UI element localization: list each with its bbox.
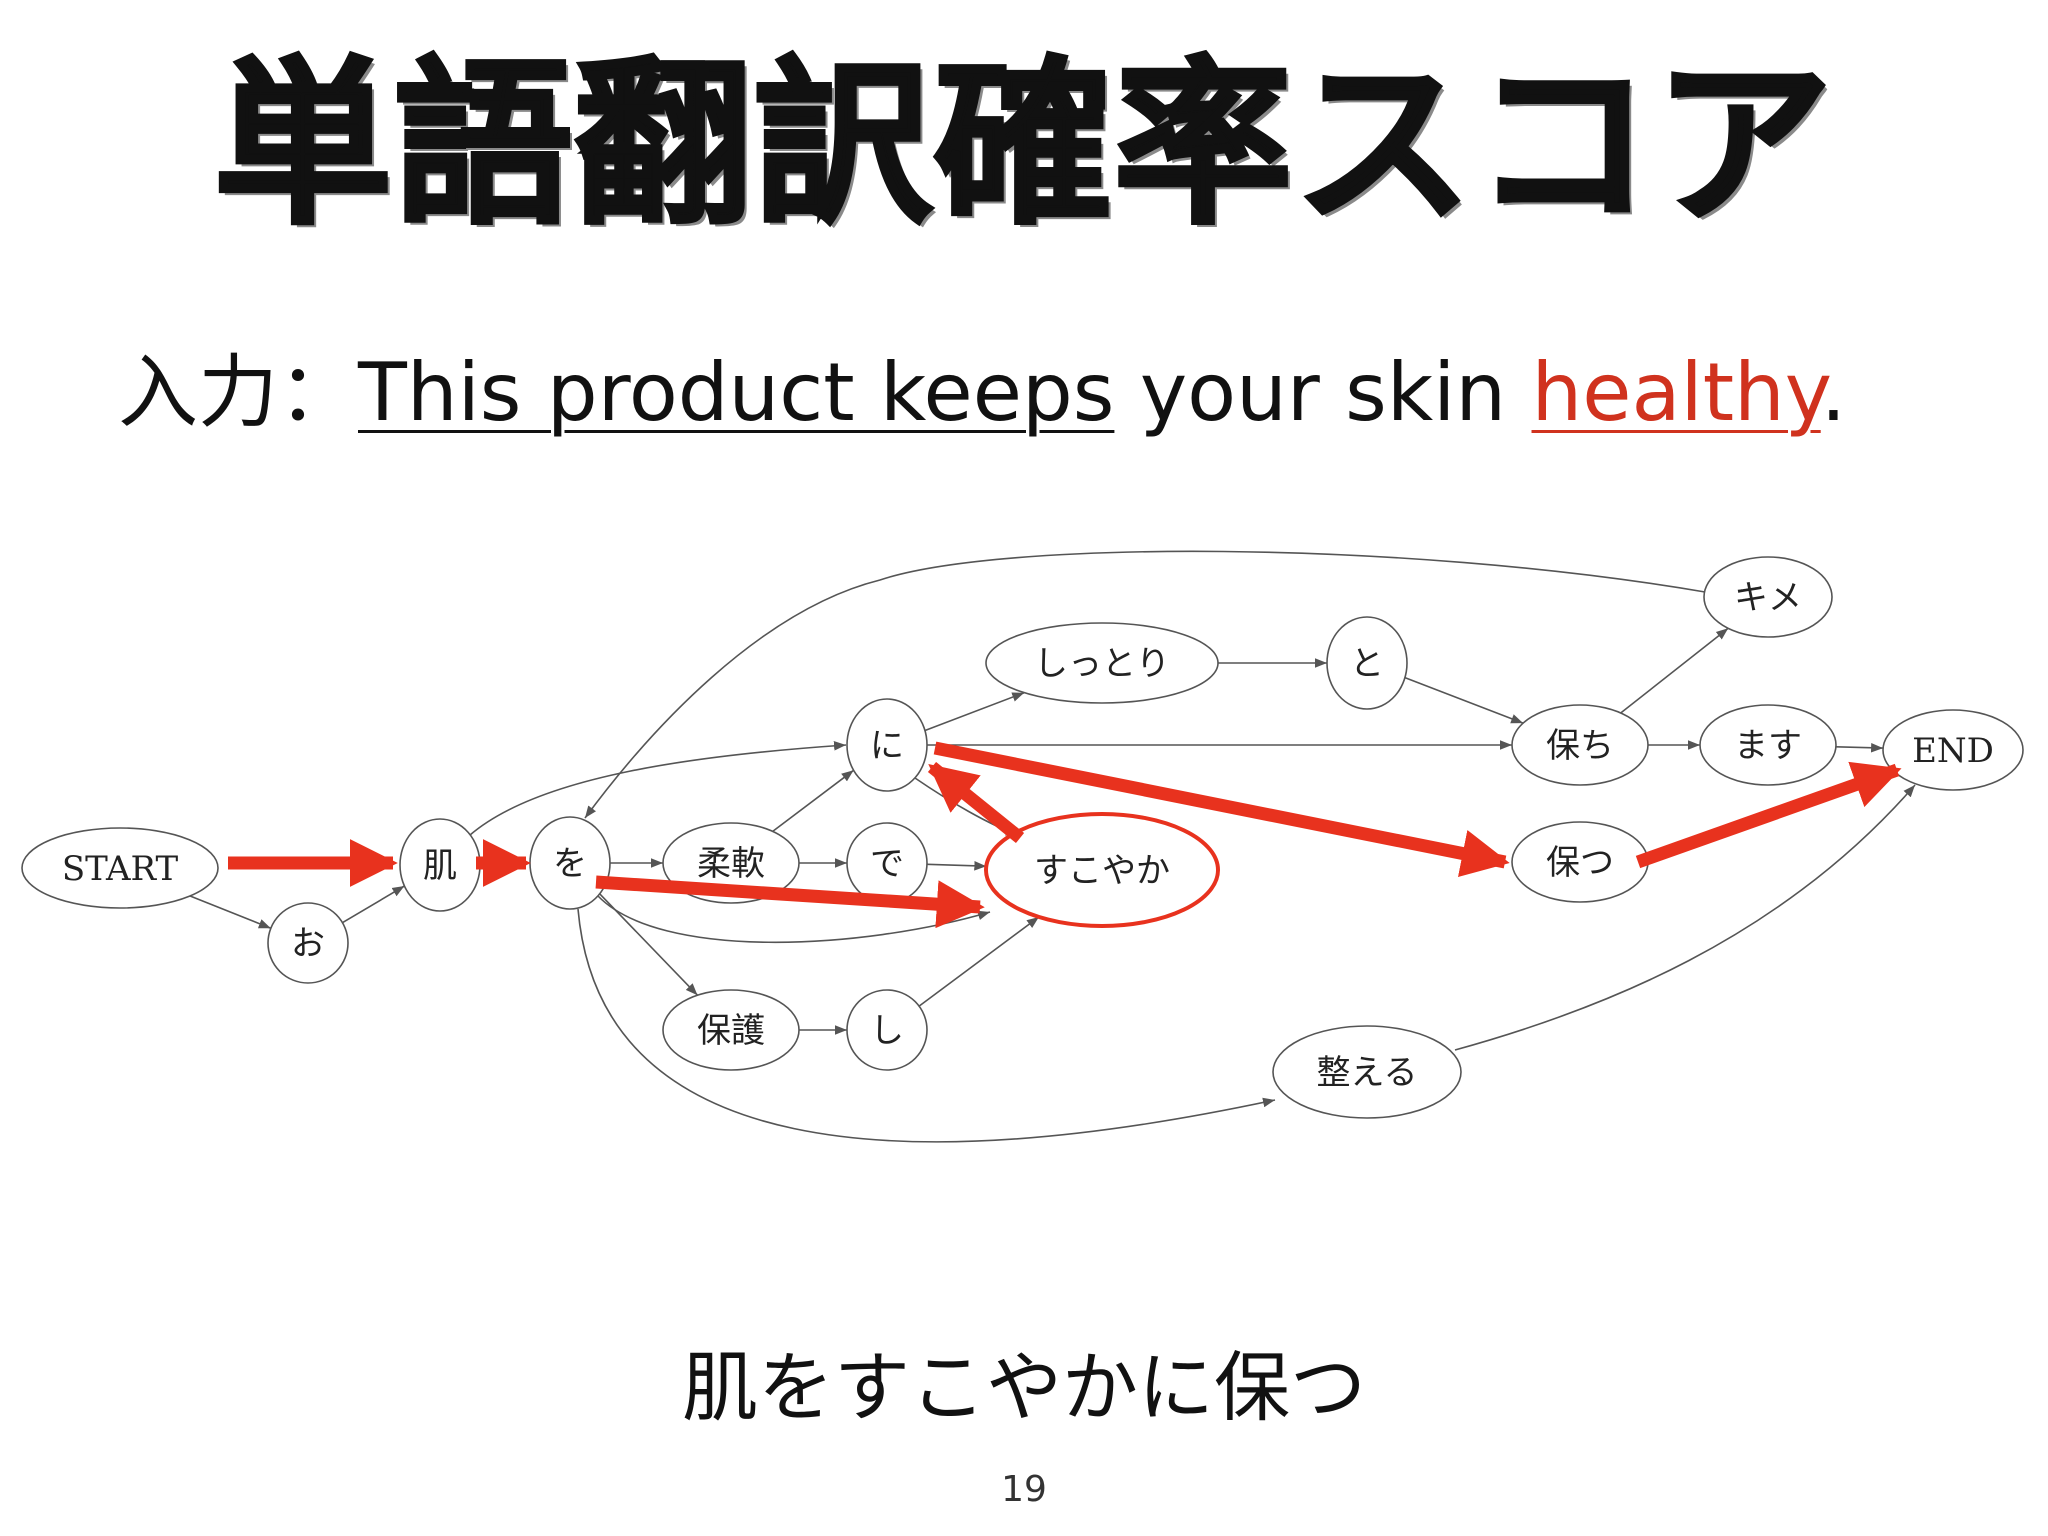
highlight-path [228,741,1902,929]
node-ni: に [846,698,928,792]
edge-shi-sukoyaka [918,916,1040,1007]
node-ellipse [1882,709,2024,791]
edge-junan-ni [772,769,855,833]
node-ellipse [21,827,219,909]
node-hogo: 保護 [662,989,800,1071]
edge-o-hada [341,885,405,924]
node-o: お [267,902,349,984]
edge-ni-shittori [924,691,1025,732]
graph-edges [189,550,1916,1143]
node-label: お [291,924,325,964]
node-shi: し [846,989,928,1071]
input-phrase-underlined: This product keeps [358,346,1115,439]
highlight-arrow-ni-tamotsu [933,741,1510,878]
node-ellipse [846,698,928,792]
node-label: 保護 [697,1011,765,1051]
node-tamochi: 保ち [1511,704,1649,786]
node-label: 保つ [1546,843,1614,883]
node-ellipse [846,989,928,1071]
node-label: ます [1734,726,1802,766]
edge-de-sukoyaka [926,861,987,871]
edge-to-tamochi [1404,676,1524,724]
node-ellipse [1703,556,1833,638]
node-label: END [1912,731,1994,771]
edge-tamochi-kime [1620,627,1729,714]
node-label: すこやか [1034,851,1170,891]
node-label: を [553,844,587,884]
node-masu: ます [1699,704,1837,786]
output-translation: 肌をすこやかに保つ [682,1343,1366,1432]
node-de: で [846,822,928,904]
node-to: と [1326,616,1408,710]
node-tamotsu: 保つ [1511,821,1649,903]
node-label: と [1350,644,1384,684]
node-ellipse [1272,1025,1462,1119]
highlight-arrow-tamotsu-end [1635,761,1902,869]
edge-start-o [189,895,272,929]
node-ellipse [1511,704,1649,786]
node-label: 保ち [1546,726,1614,766]
node-wo: を [529,816,611,910]
slide-title: 単語翻訳確率スコア [212,41,1834,248]
node-shittori: しっとり [985,622,1219,704]
node-ellipse [984,812,1220,928]
node-kime: キメ [1703,556,1833,638]
input-period: . [1820,346,1847,439]
edge-wo-totonoeru [577,908,1276,1143]
node-ellipse [662,989,800,1071]
node-label: し [870,1011,904,1051]
node-end: END [1882,709,2024,791]
node-label: 肌 [423,846,457,886]
node-label: 柔軟 [697,844,765,884]
node-hada: 肌 [399,818,481,912]
node-label: に [870,726,904,766]
node-label: しっとり [1034,644,1170,684]
node-ellipse [985,622,1219,704]
node-ellipse [267,902,349,984]
node-label: 整える [1317,1053,1418,1093]
page-number: 19 [1001,1469,1047,1510]
edge-hada-ni [469,741,847,836]
node-label: キメ [1734,578,1802,618]
input-sentence: 入力：This product keeps your skin healthy. [118,338,1998,448]
node-label: で [870,844,904,884]
node-label: START [62,849,179,889]
highlight-arrow-sukoyaka-ni [927,761,1025,844]
edge-wo-sukoyaka [597,895,991,944]
node-ellipse [1699,704,1837,786]
input-label: 入力： [118,346,358,439]
edge-totonoeru-end [1454,784,1916,1051]
edge-masu-end [1835,742,1884,753]
node-ellipse [1326,616,1408,710]
node-start: START [21,827,219,909]
edge-kime-wo [584,550,1706,819]
input-phrase-plain: your skin [1114,346,1532,439]
node-totonoeru: 整える [1272,1025,1462,1119]
node-sukoyaka: すこやか [984,812,1220,928]
highlight-arrow-wo-sukoyaka [595,875,985,929]
input-word-highlighted: healthy [1531,346,1821,439]
